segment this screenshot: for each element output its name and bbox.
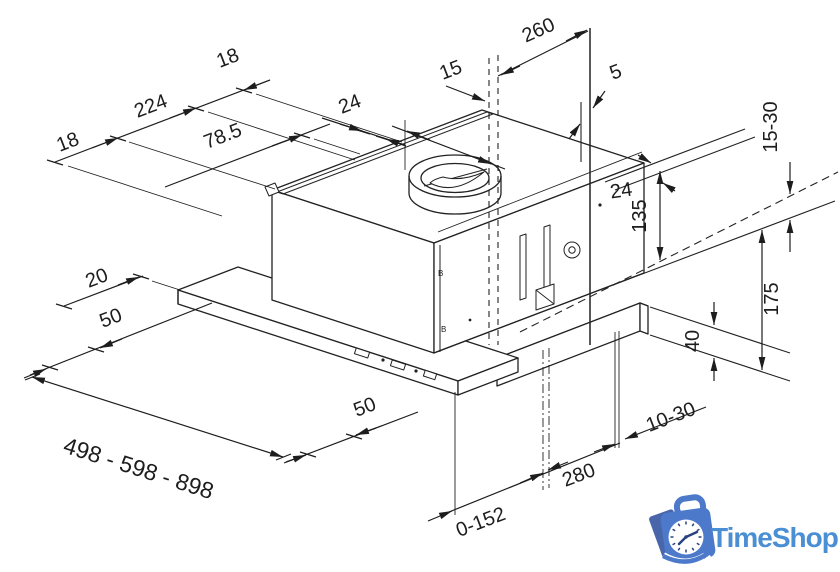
reference-lines: [435, 28, 839, 515]
dimension-lines: [23, 29, 794, 522]
part-marker-b2: B: [441, 325, 446, 334]
dim-label-duct-to-wall: 260: [519, 14, 558, 48]
timeshop-logo: TimeShop: [649, 494, 839, 567]
visor-latches: [353, 347, 438, 381]
dim-label-visor-lip: 20: [83, 264, 112, 293]
dim-label-front-inset: 50: [97, 304, 126, 333]
dim-label-edge-gap: 24: [609, 179, 634, 204]
dim-label-side-offset-left: 18: [54, 128, 83, 157]
edge-extension-1: [604, 128, 746, 183]
frame-top-extension: [649, 306, 791, 354]
cabinet-bottom-dashed-line: [519, 171, 839, 333]
cabinet-front-line: [435, 200, 836, 353]
duct-outlet: [408, 154, 502, 215]
dim-label-panel-clearance: 15-30: [760, 101, 782, 152]
dim-label-frame-height: 40: [682, 330, 704, 352]
clock-ticks: [670, 521, 702, 553]
hood-body: [271, 109, 645, 354]
dim-label-visor-extension: 0-152: [453, 503, 509, 542]
logo-wordmark: TimeShop: [711, 522, 838, 553]
mounting-rail: [264, 111, 494, 197]
dim-label-wall-gap: 5: [607, 60, 625, 85]
side-panel-details: [439, 203, 602, 352]
dim-label-top-depth: 224: [131, 90, 170, 122]
hood-drawing: [177, 109, 649, 396]
dim-label-side-offset-right: 18: [214, 44, 243, 73]
dim-label-body-height: 135: [629, 199, 651, 232]
dim-label-rail-width: 24: [336, 90, 365, 119]
dim-label-side-inset: 50: [351, 393, 380, 422]
dim-label-total-height: 175: [761, 282, 783, 315]
dim-label-cabinet-depth: 280: [559, 459, 598, 491]
dim-label-duct-axis-offset: 15: [437, 56, 466, 85]
dim-label-rear-clearance: 10-30: [643, 398, 699, 437]
edge-extension-2: [614, 136, 756, 191]
mounting-frame: [496, 302, 649, 387]
shopping-bag-clock-icon: [649, 494, 716, 567]
part-marker-b1: B: [438, 269, 443, 278]
frame-bottom-extension: [649, 334, 791, 382]
dim-label-rail-position: 78.5: [201, 119, 245, 153]
dim-label-width-range: 498 - 598 - 898: [60, 432, 217, 504]
